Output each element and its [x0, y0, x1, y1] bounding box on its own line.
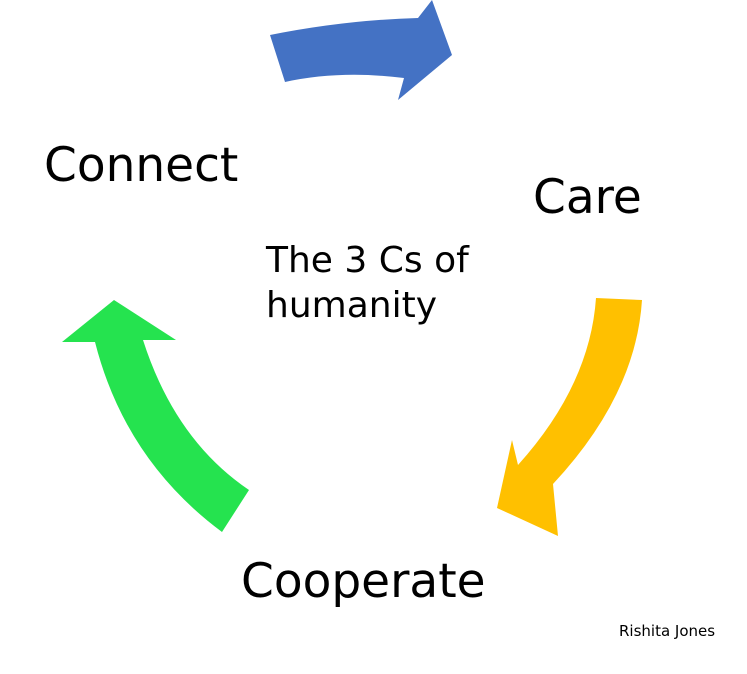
- author-credit: Rishita Jones: [619, 622, 716, 640]
- center-title-line1: The 3 Cs of: [266, 240, 469, 281]
- label-cooperate: Cooperate: [241, 554, 486, 609]
- label-care: Care: [533, 170, 642, 225]
- center-title-line2: humanity: [266, 285, 437, 326]
- center-title: The 3 Cs of humanity: [266, 238, 469, 328]
- blue-arrow: [270, 0, 452, 100]
- green-arrow: [62, 300, 249, 532]
- yellow-arrow: [497, 298, 642, 536]
- label-connect: Connect: [44, 138, 239, 193]
